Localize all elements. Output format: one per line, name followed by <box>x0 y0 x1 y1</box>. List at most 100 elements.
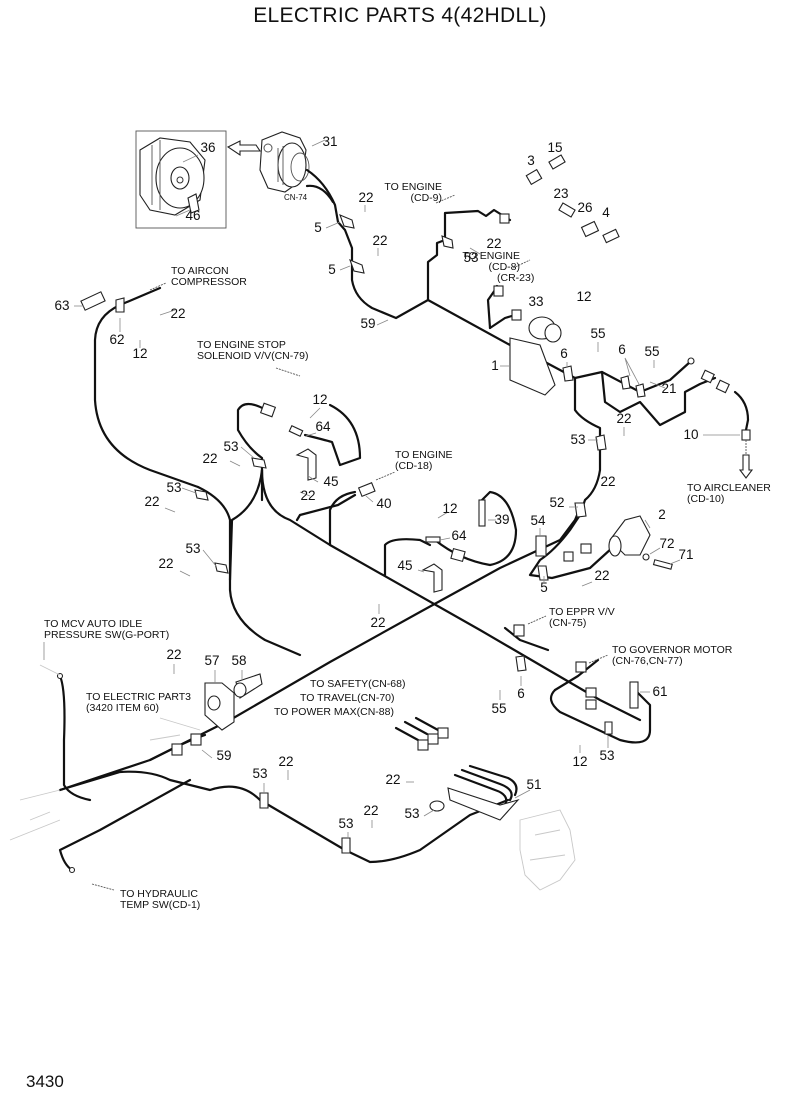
washer-72 <box>642 553 650 561</box>
part-number-45: 45 <box>323 474 338 489</box>
terminal-64 <box>288 425 304 437</box>
part-number-3: 3 <box>527 153 535 168</box>
part-number-45: 45 <box>397 558 412 573</box>
arrow-to-aircleaner <box>738 454 754 479</box>
part-number-22: 22 <box>144 494 159 509</box>
callout-label: TO ENGINE(CD-9) <box>384 181 442 204</box>
part-number-22: 22 <box>358 190 373 205</box>
part-number-52: 52 <box>549 495 564 510</box>
clip-53 <box>341 837 351 854</box>
part-number-22: 22 <box>616 411 631 426</box>
sensor-39 <box>478 499 486 527</box>
part-number-22: 22 <box>486 236 501 251</box>
connector <box>450 547 466 563</box>
clip-53 <box>259 792 269 809</box>
part-number-53: 53 <box>404 806 419 821</box>
part-number-21: 21 <box>661 381 676 396</box>
part-number-40: 40 <box>376 496 391 511</box>
ghost-engine-outline <box>519 809 576 891</box>
callout-line: TO ENGINE <box>395 449 453 461</box>
callout-line: TO HYDRAULIC <box>120 888 198 900</box>
part-number-2: 2 <box>658 507 666 522</box>
clip-6 <box>620 375 631 390</box>
connector-governor <box>575 661 587 673</box>
clip-6 <box>635 383 646 398</box>
callout-line: TEMP SW(CD-1) <box>120 899 200 911</box>
part-number-22: 22 <box>370 615 385 630</box>
callout-label: TO GOVERNOR MOTOR(CN-76,CN-77) <box>612 644 733 667</box>
clip-53 <box>214 562 229 574</box>
part-number-36: 36 <box>200 140 215 155</box>
callout-line: (CN-76,CN-77) <box>612 655 683 667</box>
connector-travel <box>427 733 439 745</box>
bracket-63 <box>80 291 106 311</box>
part-number-22: 22 <box>600 474 615 489</box>
part-number-33: 33 <box>528 294 543 309</box>
part-number-22: 22 <box>158 556 173 571</box>
part-number-64: 64 <box>315 419 331 434</box>
connector <box>585 687 597 698</box>
part-number-71: 71 <box>678 547 693 562</box>
callout-line: (CR-23) <box>497 272 534 284</box>
connector <box>580 543 592 554</box>
part-number-1: 1 <box>491 358 499 373</box>
part-number-63: 63 <box>54 298 69 313</box>
alternator-end-detail <box>139 137 206 216</box>
part-number-59: 59 <box>360 316 375 331</box>
terminal-plate-61 <box>629 681 639 709</box>
part-number-22: 22 <box>385 772 400 787</box>
bracket-45 <box>421 563 443 593</box>
sensor-23 <box>558 202 576 218</box>
part-number-22: 22 <box>300 488 315 503</box>
part-number-10: 10 <box>683 427 698 442</box>
part-number-15: 15 <box>547 140 562 155</box>
part-number-12: 12 <box>442 501 457 516</box>
connector-cd9 <box>499 213 510 224</box>
part-number-22: 22 <box>278 754 293 769</box>
clip-52 <box>574 502 587 518</box>
part-number-31: 31 <box>322 134 337 149</box>
part-number-51: 51 <box>526 777 541 792</box>
part-number-46: 46 <box>185 208 200 223</box>
sensor-40 <box>357 482 376 498</box>
ghost-lines <box>9 664 61 841</box>
callout-line: TO TRAVEL(CN-70) <box>300 692 395 704</box>
part-number-53: 53 <box>252 766 267 781</box>
sensor-3 <box>525 168 543 186</box>
bracket-54 <box>535 535 547 557</box>
callout-label: TO SAFETY(CN-68) <box>310 678 405 690</box>
plug-ends <box>91 194 747 891</box>
part-number-55: 55 <box>644 344 659 359</box>
callout-line: TO AIRCLEANER <box>687 482 771 494</box>
alternator-31 <box>259 131 310 193</box>
harness-parts <box>9 154 754 891</box>
part-number-12: 12 <box>132 346 147 361</box>
clip-6 <box>562 365 574 382</box>
bracket-1 <box>509 337 556 396</box>
callout-line: TO ENGINE STOP <box>197 339 286 351</box>
callout-line: TO GOVERNOR MOTOR <box>612 644 733 656</box>
clip-53 <box>441 235 454 249</box>
part-number-59: 59 <box>216 748 231 763</box>
callout-line: COMPRESSOR <box>171 276 247 288</box>
part-number-22: 22 <box>594 568 609 583</box>
part-number-55: 55 <box>491 701 506 716</box>
part-number-58: 58 <box>231 653 246 668</box>
callout-label: TO TRAVEL(CN-70) <box>300 692 395 704</box>
callout-line: TO ENGINE <box>384 181 442 193</box>
terminal-link-46 <box>187 193 200 214</box>
part-number-23: 23 <box>553 186 568 201</box>
connector <box>563 551 574 562</box>
callout-line: TO AIRCON <box>171 265 229 277</box>
part-number-12: 12 <box>312 392 327 407</box>
clip-53 <box>595 434 607 451</box>
clip-53 <box>194 489 209 501</box>
terminal <box>68 866 76 874</box>
part-number-22: 22 <box>166 647 181 662</box>
clip-6 <box>515 655 527 672</box>
part-number-4: 4 <box>602 205 610 220</box>
clip-53 <box>604 721 613 735</box>
